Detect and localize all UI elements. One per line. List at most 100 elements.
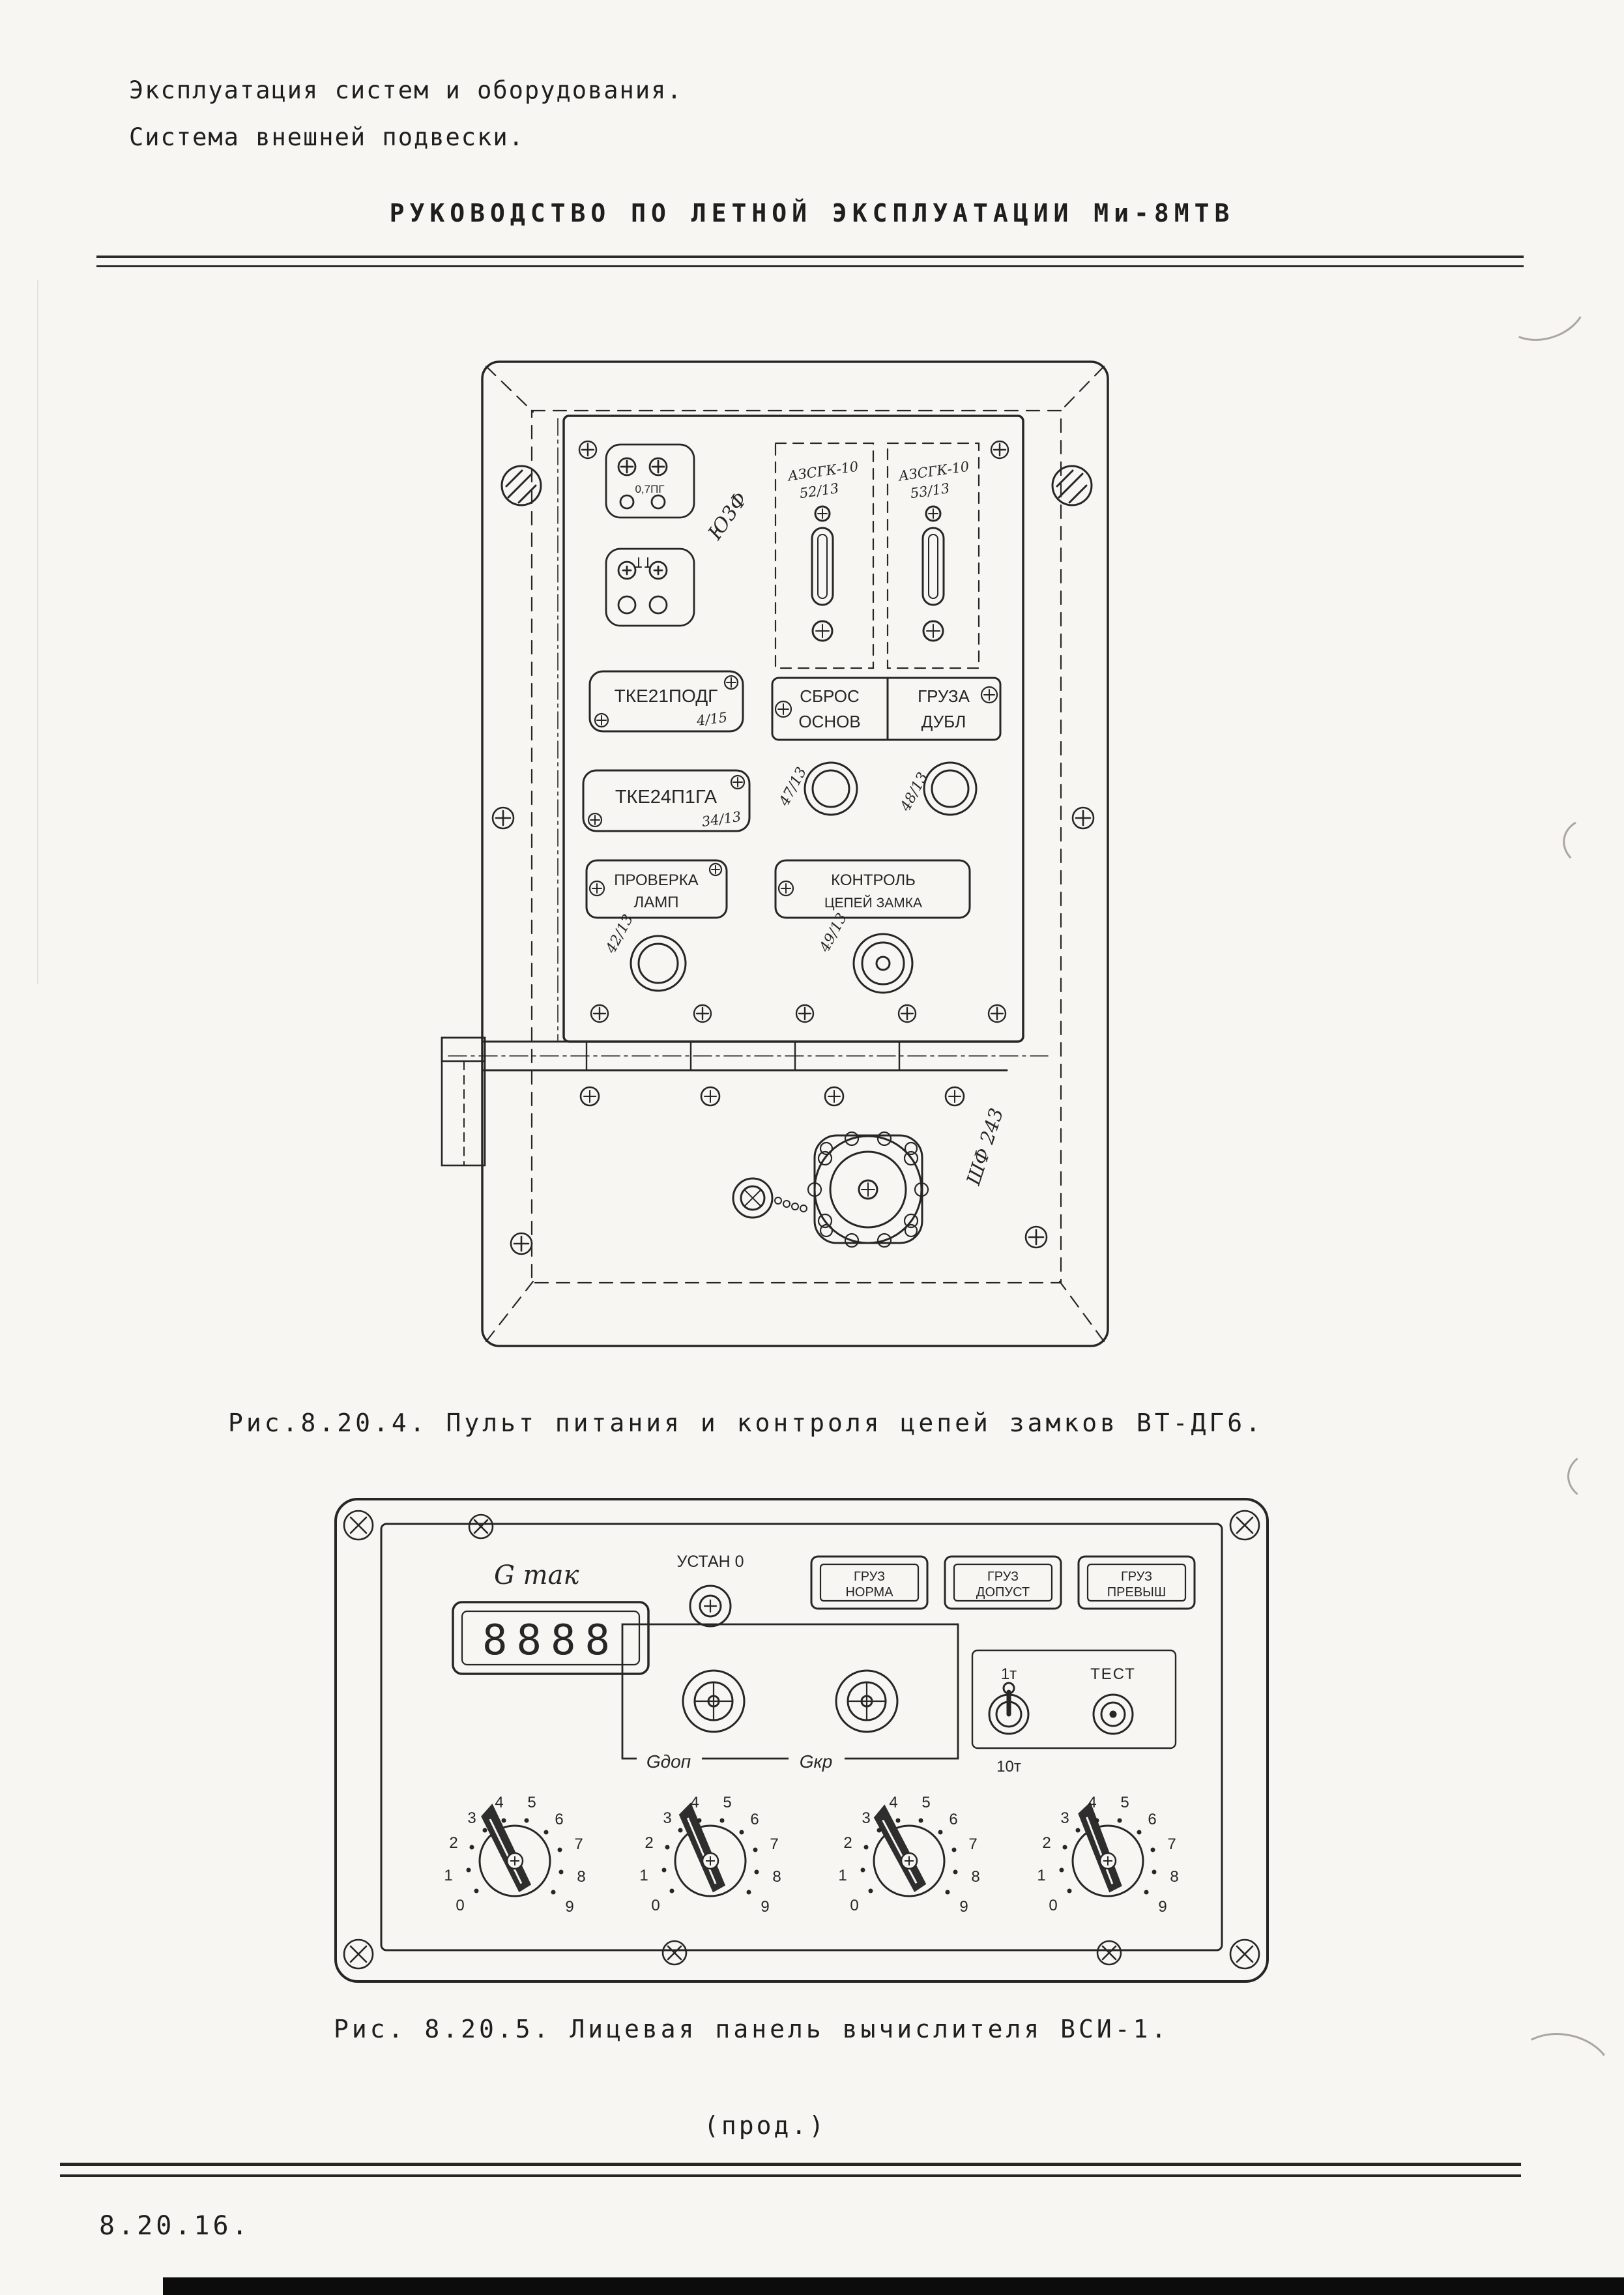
terminal-block-upper: [605, 443, 695, 519]
zero-set-label: УСТАН 0: [676, 1553, 744, 1571]
test-button: [1092, 1693, 1134, 1735]
panel2-screws: [343, 1510, 1260, 1970]
dial3-num-3: 3: [862, 1809, 870, 1827]
scan-curl-mark-3: [1567, 1448, 1624, 1504]
indicator-lamp-prevysh: [1077, 1555, 1196, 1610]
weight-display-digits: 8888: [482, 1616, 619, 1665]
weight-display-label: G так: [494, 1560, 579, 1590]
page-number: 8.20.16.: [99, 2211, 251, 2241]
reset-plate: [771, 677, 1002, 741]
dial3-num-1: 1: [838, 1867, 847, 1884]
weight-dial-1: 0 1 2 3 4 5 6 7 8 9: [444, 1794, 585, 1916]
dial4-num-9: 9: [1158, 1898, 1167, 1916]
dial1-num-3: 3: [467, 1809, 476, 1827]
dial1-num-2: 2: [449, 1834, 457, 1852]
dial4-num-8: 8: [1170, 1868, 1178, 1886]
gkr-knob-label: Gкр: [800, 1751, 833, 1772]
indicator-dopust-line1: ГРУЗ: [987, 1570, 1019, 1584]
dial3-num-4: 4: [889, 1794, 897, 1811]
lock-plate-line1: КОНТРОЛЬ: [831, 871, 916, 889]
figure-caption-8-20-4: Рис.8.20.4. Пульт питания и контроля цеп…: [228, 1409, 1264, 1437]
lamp-plate-line1: ПРОВЕРКА: [614, 871, 698, 889]
connector-cap: [732, 1177, 807, 1219]
reset-button-dubl: [923, 761, 978, 816]
dial3-num-5: 5: [921, 1794, 930, 1811]
hinge: [448, 1040, 1049, 1107]
indicator-dopust-line2: ДОПУСТ: [976, 1585, 1030, 1600]
divider-top: [96, 256, 1524, 267]
dial4-num-0: 0: [1049, 1897, 1057, 1914]
manual-title: РУКОВОДСТВО ПО ЛЕТНОЙ ЭКСПЛУАТАЦИИ Ми-8М…: [389, 199, 1235, 227]
figure-8-20-4-drawing: 0,7ПГ Ю3Ф АЗСГК-10 52/13 АЗСГК-10 53/13 …: [441, 360, 1109, 1347]
panel2-inner-frame: [380, 1523, 1223, 1951]
lock-circuit-plate: [774, 859, 971, 919]
side-bracket: [441, 1036, 486, 1167]
plate-tke21-label: ТКЕ21ПОДГ: [615, 686, 718, 706]
indicator-norma-line1: ГРУЗ: [854, 1570, 885, 1584]
breaker2-number: 53/13: [909, 480, 950, 501]
breaker2-label: АЗСГК-10: [896, 459, 970, 484]
breaker1-number: 52/13: [798, 480, 839, 501]
circuit-breaker-2: [886, 442, 980, 669]
panel2-outer-frame: [334, 1498, 1269, 1983]
dial3-num-0: 0: [850, 1897, 858, 1914]
dial1-num-1: 1: [444, 1867, 452, 1884]
dial2-num-8: 8: [772, 1868, 781, 1886]
dial3-num-2: 2: [843, 1834, 852, 1852]
dial1-num-5: 5: [527, 1794, 536, 1811]
reset-plate-sbros: СБРОС: [800, 686, 860, 706]
lock-circuit-button: [852, 933, 914, 994]
dial2-num-2: 2: [645, 1834, 653, 1852]
range-switch: [988, 1682, 1030, 1735]
weight-dial-3: 0 1 2 3 4 5 6 7 8 9: [838, 1794, 979, 1916]
case-screw-left-icon: [500, 465, 542, 506]
electrical-connector: [807, 1131, 929, 1248]
reset-plate-dubl: ДУБЛ: [921, 712, 966, 731]
panel1-depth-lines: [485, 365, 1105, 1343]
weight-dial-2: 0 1 2 3 4 5 6 7 8 9: [639, 1794, 781, 1916]
dial3-num-7: 7: [968, 1835, 977, 1853]
dial1-num-4: 4: [495, 1794, 503, 1811]
dial3-num-6: 6: [949, 1811, 957, 1828]
relay-plate-tke21: [588, 670, 744, 733]
weight-display-bezel: [452, 1601, 650, 1675]
dial1-num-6: 6: [555, 1811, 563, 1828]
relay-plate-tke24: [582, 769, 751, 832]
dial4-num-3: 3: [1060, 1809, 1069, 1827]
case-screw-right-icon: [1051, 465, 1093, 506]
lamp-test-button: [630, 935, 687, 992]
indicator-lamp-norma: [810, 1555, 929, 1610]
panel1-outer-case: [481, 360, 1109, 1347]
circuit-breaker-1: [774, 442, 875, 669]
weight-dial-4: 0 1 2 3 4 5 6 7 8 9: [1037, 1794, 1178, 1916]
dial4-num-4: 4: [1088, 1794, 1096, 1811]
lamp-plate-line2: ЛАМП: [634, 894, 679, 911]
dial4-num-7: 7: [1167, 1835, 1176, 1853]
indicator-prevysh-line2: ПРЕВЫШ: [1107, 1585, 1166, 1600]
dial3-num-9: 9: [959, 1898, 968, 1916]
knob-section-outline: [621, 1623, 959, 1760]
test-button-label: ТЕСТ: [1090, 1665, 1136, 1683]
plate-tke24-number: 34/13: [701, 809, 742, 830]
header-line-1: Эксплуатация систем и оборудования.: [129, 76, 683, 104]
dial2-num-9: 9: [761, 1898, 769, 1916]
dial2-num-7: 7: [770, 1835, 778, 1853]
reset-button2-number: 48/13: [897, 770, 931, 815]
reset-plate-osnov: ОСНОВ: [798, 712, 860, 731]
lock-plate-line2: ЦЕПЕЙ ЗАМКА: [824, 895, 922, 911]
dial3-num-8: 8: [971, 1868, 979, 1886]
dial4-num-2: 2: [1042, 1834, 1051, 1852]
scan-curl-mark-4: [1505, 2024, 1621, 2119]
range-switch-top-label: 1т: [1001, 1665, 1017, 1683]
reset-button-main: [804, 761, 858, 816]
reset-plate-gruza: ГРУЗА: [918, 686, 970, 706]
dial2-num-0: 0: [651, 1897, 660, 1914]
breaker1-label: АЗСГК-10: [785, 459, 859, 484]
header-line-2: Система внешней подвески.: [129, 123, 525, 151]
terminal-block-label: 0,7ПГ: [635, 483, 664, 495]
plate-tke21-number: 4/15: [695, 709, 729, 729]
gkr-knob: [835, 1669, 899, 1733]
dial2-num-5: 5: [723, 1794, 731, 1811]
dial4-num-6: 6: [1148, 1811, 1156, 1828]
dial1-num-8: 8: [577, 1868, 585, 1886]
